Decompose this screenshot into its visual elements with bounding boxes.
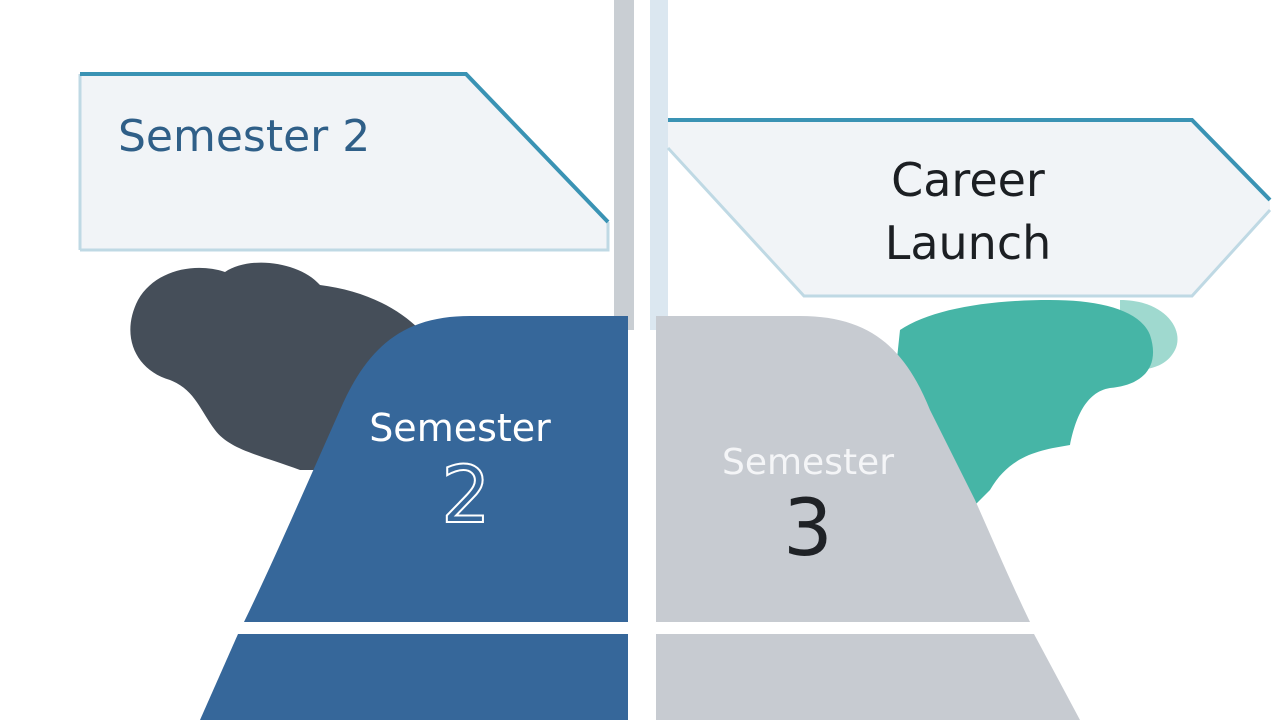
semester-3-block-label: Semester bbox=[722, 442, 894, 483]
semester-3-block-base bbox=[656, 634, 1080, 720]
career-launch-sign-label-line2: Launch bbox=[885, 216, 1052, 270]
semester-2-sign-frame bbox=[78, 74, 610, 252]
semester-3-block bbox=[656, 316, 1030, 622]
signpost-pole-left bbox=[614, 0, 634, 330]
semester-2-block bbox=[244, 316, 628, 622]
semester-2-block-label: Semester bbox=[369, 406, 551, 450]
career-launch-sign-label-line1: Career bbox=[891, 153, 1045, 207]
semester-2-sign-board bbox=[80, 74, 608, 250]
career-launch-sign-board bbox=[668, 120, 1270, 296]
signpost-pole-right bbox=[650, 0, 668, 330]
semester-2-block-number: 2 bbox=[441, 451, 491, 541]
semester-2-block-base bbox=[200, 634, 628, 720]
semester-2-sign-label: Semester 2 bbox=[118, 111, 370, 162]
semester-2-sign-accent bbox=[80, 72, 610, 224]
career-launch-sign-accent bbox=[668, 118, 1272, 202]
semester-3-block-number: 3 bbox=[783, 484, 833, 574]
career-launch-sign-frame bbox=[666, 146, 1272, 298]
